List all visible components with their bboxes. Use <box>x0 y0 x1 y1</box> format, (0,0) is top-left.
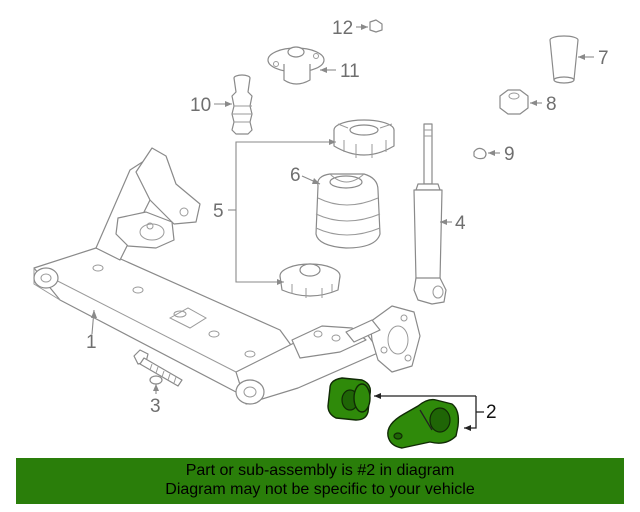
bolt-part <box>133 349 183 387</box>
callout-8: 8 <box>546 94 557 115</box>
leader-arrows <box>91 24 585 431</box>
banner-line-2: Diagram may not be specific to your vehi… <box>165 481 475 498</box>
dust-boot-part <box>549 35 579 84</box>
callout-1: 1 <box>86 332 97 353</box>
callout-labels: 1 2 3 4 5 6 7 8 9 10 11 12 <box>86 18 609 423</box>
part-info-banner: Part or sub-assembly is #2 in diagram Di… <box>16 458 624 504</box>
nut-part <box>369 19 383 33</box>
callout-10: 10 <box>190 95 211 116</box>
tall-bump-stop-part <box>231 74 253 135</box>
upper-spring-pad-part <box>333 119 395 158</box>
highlighted-bushing-part <box>327 377 372 421</box>
callout-4: 4 <box>455 213 466 234</box>
strut-mount-part <box>267 46 325 85</box>
callout-9: 9 <box>504 144 515 165</box>
callout-12: 12 <box>332 18 353 39</box>
lower-spring-pad-part <box>279 263 341 298</box>
banner-line-1: Part or sub-assembly is #2 in diagram <box>185 462 455 479</box>
callout-3: 3 <box>150 396 161 417</box>
clip-part <box>473 147 487 160</box>
highlighted-bracket-part <box>387 398 460 449</box>
callout-6: 6 <box>290 165 301 186</box>
callout-5: 5 <box>213 201 224 222</box>
callout-2: 2 <box>486 402 497 423</box>
callout-11: 11 <box>340 61 360 82</box>
coil-spring-part <box>315 173 381 249</box>
bump-stop-part <box>499 89 529 115</box>
callout-7: 7 <box>598 48 609 69</box>
axle-beam-part <box>33 147 421 405</box>
shock-absorber-part <box>413 123 447 305</box>
